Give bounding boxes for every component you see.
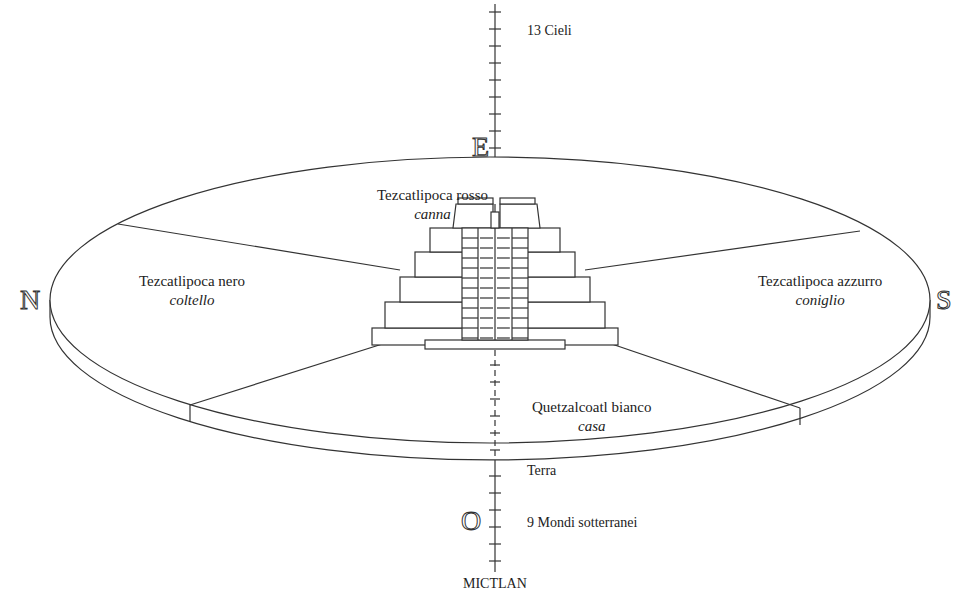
axis-tick bbox=[489, 11, 501, 12]
stair-step bbox=[462, 277, 478, 278]
day-sign: coltello bbox=[139, 291, 245, 310]
axis-tick bbox=[490, 364, 500, 365]
stair-step bbox=[462, 317, 478, 318]
stair-step bbox=[462, 247, 478, 248]
stair-step bbox=[480, 247, 493, 248]
axis-tick bbox=[489, 543, 501, 544]
direction-letter: N bbox=[20, 285, 40, 315]
axis-tick bbox=[489, 509, 501, 510]
axis-tick bbox=[489, 560, 501, 561]
stair-step bbox=[462, 337, 478, 338]
stair-steps bbox=[462, 238, 528, 338]
axis-line bbox=[494, 350, 495, 460]
stair-step bbox=[497, 307, 510, 308]
stair-step bbox=[512, 307, 528, 308]
sector-divider bbox=[585, 231, 860, 270]
direction-letter: S bbox=[936, 285, 952, 315]
heaven-label: 13 Cieli bbox=[527, 22, 572, 39]
stair-step bbox=[497, 277, 510, 278]
stair-step bbox=[462, 237, 478, 238]
stair-step bbox=[462, 307, 478, 308]
axis-tick bbox=[489, 130, 501, 131]
sector-divider bbox=[600, 340, 800, 408]
sector-label: Tezcatlipoca rossocanna bbox=[373, 184, 492, 226]
stair-step bbox=[462, 257, 478, 258]
stair-step bbox=[512, 247, 528, 248]
sector-divider bbox=[190, 340, 395, 405]
stair-step bbox=[462, 267, 478, 268]
stair-step bbox=[512, 277, 528, 278]
stair-step bbox=[497, 287, 510, 288]
stair-step bbox=[480, 337, 493, 338]
stair-step bbox=[497, 337, 510, 338]
axis-tick bbox=[489, 62, 501, 63]
axis-line bbox=[494, 460, 495, 572]
deity-name: Quetzalcoatl bianco bbox=[532, 398, 652, 417]
sector-label: Tezcatlipoca azzurroconiglio bbox=[754, 270, 886, 312]
deity-name: Tezcatlipoca azzurro bbox=[758, 272, 882, 291]
axis-tick bbox=[489, 475, 501, 476]
stair-step bbox=[462, 327, 478, 328]
stair-step bbox=[497, 267, 510, 268]
axis-line bbox=[494, 4, 495, 158]
pyramid bbox=[372, 198, 618, 349]
stair-step bbox=[497, 317, 510, 318]
stair-step bbox=[480, 327, 493, 328]
stair-step bbox=[462, 297, 478, 298]
day-sign: coniglio bbox=[758, 291, 882, 310]
stair-step bbox=[480, 297, 493, 298]
stair-step bbox=[512, 237, 528, 238]
stair-step bbox=[480, 277, 493, 278]
stair-step bbox=[480, 257, 493, 258]
stair-step bbox=[512, 257, 528, 258]
axis-tick bbox=[489, 492, 501, 493]
stair-step bbox=[480, 307, 493, 308]
sector-label: Tezcatlipoca nerocoltello bbox=[135, 270, 249, 312]
axis-tick bbox=[489, 526, 501, 527]
stair-step bbox=[497, 257, 510, 258]
axis-tick bbox=[490, 415, 500, 416]
underworld-label: 9 Mondi sotterranei bbox=[527, 514, 637, 531]
deity-name: Tezcatlipoca nero bbox=[139, 272, 245, 291]
axis-tick bbox=[489, 96, 501, 97]
stair-step bbox=[497, 327, 510, 328]
disk-top bbox=[50, 157, 930, 443]
stair-step bbox=[497, 237, 510, 238]
stair-step bbox=[512, 297, 528, 298]
stair-step bbox=[480, 237, 493, 238]
underworld-name: MICTLAN bbox=[463, 575, 527, 592]
stair-step bbox=[480, 267, 493, 268]
sector-label: Quetzalcoatl biancocasa bbox=[528, 396, 656, 438]
stair-step bbox=[512, 317, 528, 318]
deity-name: Tezcatlipoca rosso bbox=[377, 186, 488, 205]
axis-tick bbox=[489, 147, 501, 148]
earth-label: Terra bbox=[527, 462, 556, 479]
axis-tick bbox=[490, 381, 500, 382]
sector-divider bbox=[118, 224, 400, 270]
axis-tick bbox=[490, 432, 500, 433]
axis-tick bbox=[489, 113, 501, 114]
day-sign: canna bbox=[377, 205, 488, 224]
stair-step bbox=[480, 317, 493, 318]
stair-step bbox=[512, 327, 528, 328]
stair-step bbox=[512, 267, 528, 268]
axis-tick bbox=[489, 79, 501, 80]
day-sign: casa bbox=[532, 417, 652, 436]
sector-divider bbox=[189, 405, 190, 422]
stair-step bbox=[512, 337, 528, 338]
direction-letter: O bbox=[461, 506, 481, 536]
axis-tick bbox=[489, 45, 501, 46]
sector-divider bbox=[799, 408, 800, 425]
stair-step bbox=[462, 287, 478, 288]
stair-step bbox=[497, 247, 510, 248]
stair-step bbox=[512, 287, 528, 288]
direction-letter: E bbox=[472, 132, 489, 162]
axis-tick bbox=[490, 398, 500, 399]
stair-step bbox=[497, 297, 510, 298]
stair-step bbox=[480, 287, 493, 288]
axis-tick bbox=[490, 449, 500, 450]
axis-tick bbox=[489, 28, 501, 29]
